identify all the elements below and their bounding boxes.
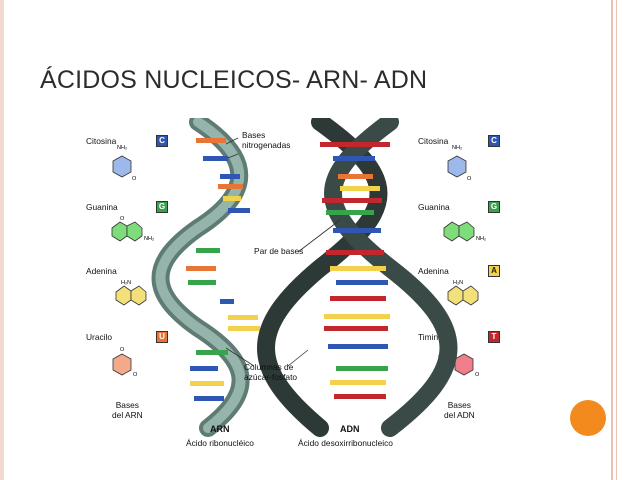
h2n-label: H₂N [453, 280, 463, 286]
slide-border-left [0, 0, 4, 480]
dna-base-label: Citosina [418, 136, 449, 146]
rna-base-label: Guanina [86, 202, 118, 212]
nh2-label: NH₂ [452, 145, 462, 151]
nh2-label: NH₂ [476, 236, 486, 242]
callout-columnas: Columnas de azúcar-fosfato [244, 362, 298, 382]
dna-base-badge: C [488, 135, 500, 147]
bases-arn-caption: Bases del ARN [112, 400, 143, 420]
adenine-structure-icon: H₂N [115, 280, 147, 306]
guanine-structure-icon: NH₂ [443, 221, 486, 242]
callout-par-de-bases: Par de bases [254, 246, 304, 256]
adenine-structure-icon: H₂N [447, 280, 479, 306]
rna-helix [151, 118, 260, 437]
rna-base-badge: G [156, 201, 168, 213]
decorative-orange-dot [570, 400, 606, 436]
callout-line [225, 137, 239, 145]
h2n-label: H₂N [121, 280, 131, 286]
callout-bases-nitrogenadas: Bases nitrogenadas [242, 130, 291, 150]
dna-base-label: Timina [418, 332, 443, 342]
rna-base-badge: C [156, 135, 168, 147]
callout-line [227, 153, 239, 159]
dna-helix [257, 118, 458, 437]
dna-base-badge: G [488, 201, 500, 213]
adn-title: ADN [340, 424, 360, 434]
rna-base-label: Adenina [86, 266, 117, 276]
callout-line [225, 347, 255, 367]
slide-border-right-inner [616, 0, 617, 480]
cytosine-structure-icon: NH₂ O [112, 145, 137, 182]
cytosine-structure-icon: NH₂ O [447, 145, 472, 182]
arn-title: ARN [210, 424, 230, 434]
svg-text:O: O [133, 372, 138, 378]
bases-adn-caption: Bases del ADN [444, 400, 475, 420]
dna-base-badge: T [488, 331, 500, 343]
callout-line [297, 219, 341, 253]
svg-text:O: O [120, 347, 125, 353]
svg-text:O: O [467, 176, 472, 182]
nh2-label: NH₂ [144, 236, 154, 242]
rna-base-badge: U [156, 331, 168, 343]
dna-base-badge: A [488, 265, 500, 277]
nh2-label: NH₂ [117, 145, 127, 151]
slide-border-right [611, 0, 613, 480]
uracil-structure-icon: O O [112, 347, 138, 378]
rna-base-label: Citosina [86, 136, 117, 146]
guanine-structure-icon: NH₂ O [111, 216, 154, 242]
adn-subtitle: Ácido desoxirribonucleico [298, 438, 393, 448]
svg-text:O: O [475, 372, 480, 378]
svg-text:O: O [132, 176, 137, 182]
dna-base-label: Guanina [418, 202, 450, 212]
rna-base-label: Uracilo [86, 332, 113, 342]
callout-line [287, 349, 309, 367]
figure-svg: NH₂ O NH₂ O H₂N O O NH₂ [111, 118, 486, 437]
svg-text:O: O [120, 216, 125, 222]
arn-subtitle: Ácido ribonucléico [186, 438, 254, 448]
slide-title: ÁCIDOS NUCLEICOS- ARN- ADN [40, 66, 428, 94]
nucleic-acids-figure: Citosina C Guanina G Adenina A Uracilo U… [78, 118, 523, 453]
dna-base-label: Adenina [418, 266, 449, 276]
